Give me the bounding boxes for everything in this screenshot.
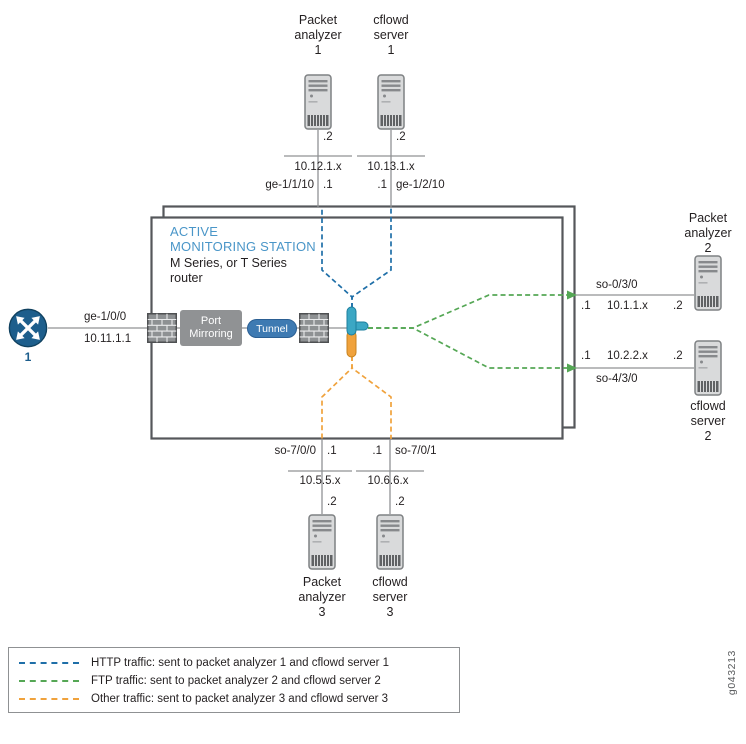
server-icon-packet-analyzer-1	[304, 74, 332, 130]
station-subtitle-line2: router	[170, 271, 203, 285]
ftp-arrowhead-lower	[567, 363, 577, 373]
server-icon-packet-analyzer-3	[308, 514, 336, 570]
traffic-splitter-icon	[346, 306, 369, 358]
address-cs3: .2	[395, 496, 405, 508]
tunnel-pill: Tunnel	[247, 319, 297, 338]
router-addr-bottom1: .1	[327, 445, 337, 457]
interface-label-ge-1-0-0: ge-1/0/0	[84, 311, 127, 323]
legend-item-other: Other traffic: sent to packet analyzer 3…	[9, 690, 459, 708]
device-label-line: cflowd	[690, 399, 726, 413]
device-label-line: analyzer	[684, 226, 732, 240]
interface-label-so-7-0-1: so-7/0/1	[395, 445, 437, 457]
router-addr-top2: .1	[377, 179, 387, 191]
interface-label-ge-1-1-10: ge-1/1/10	[265, 179, 314, 191]
figure-id: g043213	[726, 650, 738, 696]
server-icon-cflowd-server-3	[376, 514, 404, 570]
device-label-line: 3	[386, 605, 394, 619]
device-label-line: Packet	[298, 13, 338, 27]
subnet-label-bottom2: 10.6.6.x	[367, 475, 409, 487]
firewall-filter-icon-right	[299, 313, 329, 343]
router-addr-top1: .1	[323, 179, 333, 191]
ftp-arrowhead-upper	[567, 290, 577, 300]
device-label-line: 1	[387, 43, 395, 57]
source-router-number: 1	[24, 350, 32, 364]
interface-label-so-7-0-0: so-7/0/0	[274, 445, 316, 457]
subnet-label-top1: 10.12.1.x	[294, 161, 342, 173]
http-dash-sample	[19, 662, 79, 664]
http-traffic-path-right	[351, 207, 392, 308]
server-icon-cflowd-server-1	[377, 74, 405, 130]
interface-label-so-0-3-0: so-0/3/0	[596, 279, 638, 291]
legend-item-http: HTTP traffic: sent to packet analyzer 1 …	[9, 654, 459, 672]
firewall-filter-icon-left	[147, 313, 177, 343]
device-label-packet-analyzer-3: Packet analyzer 3	[287, 575, 357, 620]
device-label-line: server	[372, 590, 408, 604]
device-label-line: analyzer	[294, 28, 342, 42]
ftp-traffic-path-lower	[368, 327, 573, 369]
device-addr-right2: .2	[673, 350, 683, 362]
device-label-line: 1	[314, 43, 322, 57]
device-label-line: server	[373, 28, 409, 42]
device-label-packet-analyzer-1: Packet analyzer 1	[283, 13, 353, 58]
station-subtitle-line1: M Series, or T Series	[170, 256, 287, 270]
device-label-line: cflowd	[372, 575, 408, 589]
station-title-line1: ACTIVE	[170, 224, 219, 239]
legend: HTTP traffic: sent to packet analyzer 1 …	[8, 647, 460, 713]
device-label-line: 2	[704, 429, 712, 443]
server-icon-packet-analyzer-2	[694, 255, 722, 311]
station-title-line2: MONITORING STATION	[170, 239, 316, 254]
router-addr-bottom2: .1	[372, 445, 382, 457]
legend-item-ftp: FTP traffic: sent to packet analyzer 2 a…	[9, 672, 459, 690]
device-label-line: cflowd	[373, 13, 409, 27]
other-traffic-path-left	[321, 356, 353, 439]
subnet-label-top2: 10.13.1.x	[367, 161, 415, 173]
device-label-cflowd-server-1: cflowd server 1	[356, 13, 426, 58]
address-10-11-1-1: 10.11.1.1	[84, 333, 132, 345]
subnet-label-right1: 10.1.1.x	[607, 300, 648, 312]
legend-label-ftp: FTP traffic: sent to packet analyzer 2 a…	[91, 675, 381, 687]
ftp-traffic-path-upper	[368, 294, 573, 329]
ftp-dash-sample	[19, 680, 79, 682]
device-label-line: Packet	[302, 575, 342, 589]
physical-links	[48, 130, 694, 514]
device-label-cflowd-server-2: cflowd server 2	[673, 399, 743, 444]
router-addr-right1: .1	[581, 300, 591, 312]
device-addr-right1: .2	[673, 300, 683, 312]
port-mirroring-box: Port Mirroring	[180, 310, 242, 346]
device-label-line: analyzer	[298, 590, 346, 604]
source-router-icon	[8, 308, 48, 348]
device-label-line: Packet	[688, 211, 728, 225]
interface-label-ge-1-2-10: ge-1/2/10	[396, 179, 445, 191]
interface-label-so-4-3-0: so-4/3/0	[596, 373, 638, 385]
address-pa1: .2	[323, 131, 333, 143]
device-label-line: 2	[704, 241, 712, 255]
legend-label-http: HTTP traffic: sent to packet analyzer 1 …	[91, 657, 390, 669]
address-cs1: .2	[396, 131, 406, 143]
server-icon-cflowd-server-2	[694, 340, 722, 396]
http-traffic-path-left	[321, 207, 353, 308]
device-label-cflowd-server-3: cflowd server 3	[355, 575, 425, 620]
other-dash-sample	[19, 698, 79, 700]
legend-label-other: Other traffic: sent to packet analyzer 3…	[91, 693, 389, 705]
router-addr-right2: .1	[581, 350, 591, 362]
subnet-label-bottom1: 10.5.5.x	[299, 475, 341, 487]
device-label-line: server	[690, 414, 726, 428]
other-traffic-path-right	[351, 356, 392, 439]
device-label-line: 3	[318, 605, 326, 619]
address-pa3: .2	[327, 496, 337, 508]
subnet-label-right2: 10.2.2.x	[607, 350, 648, 362]
device-label-packet-analyzer-2: Packet analyzer 2	[673, 211, 743, 256]
